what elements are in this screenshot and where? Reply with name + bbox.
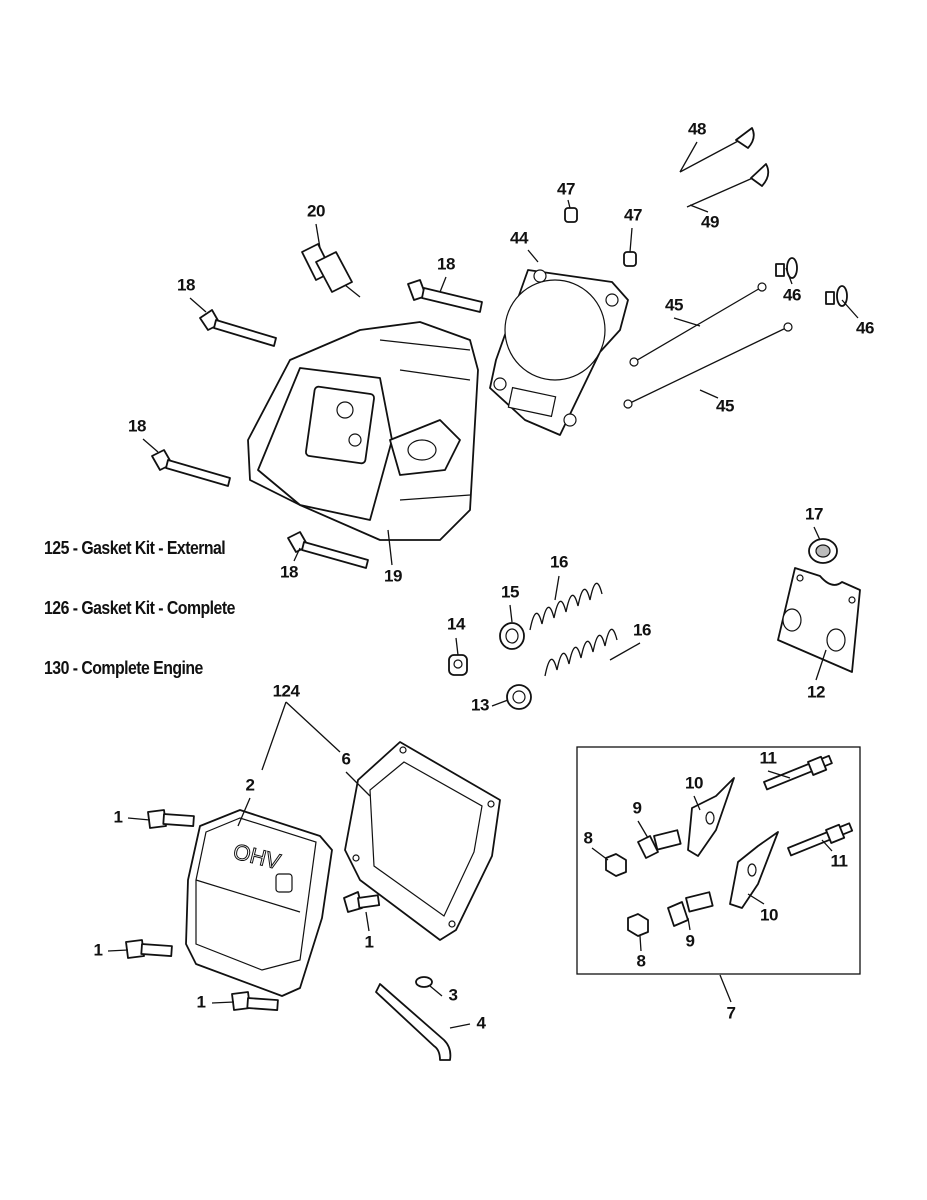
valve-cover-gasket <box>344 741 501 941</box>
callout-10: 10 <box>760 905 778 924</box>
callout-46: 46 <box>856 318 874 337</box>
callout-16: 16 <box>633 620 651 639</box>
valve-seal <box>448 654 468 676</box>
callout-49: 49 <box>701 212 719 231</box>
callout-18: 18 <box>280 562 298 581</box>
callout-14: 14 <box>447 614 466 633</box>
push-rod <box>629 282 767 367</box>
head-gasket <box>489 269 629 436</box>
callout-8: 8 <box>637 951 646 970</box>
exhaust-valve <box>686 163 770 208</box>
callout-1: 1 <box>94 940 103 959</box>
callout-4: 4 <box>477 1013 487 1032</box>
callout-11: 11 <box>760 748 777 767</box>
callout-124: 124 <box>273 681 301 700</box>
rocker-arm-kit-box <box>576 746 861 975</box>
pivot-bolt <box>667 891 714 927</box>
bolt <box>199 309 277 347</box>
valve-spring <box>544 628 618 677</box>
spring-retainer <box>506 684 532 710</box>
callout-13: 13 <box>471 695 489 714</box>
spark-plug <box>301 243 361 298</box>
tappet <box>775 257 798 279</box>
callout-7: 7 <box>727 1003 736 1022</box>
rocker-arm <box>687 777 735 857</box>
guide-plate <box>777 567 861 673</box>
callout-17: 17 <box>805 504 823 523</box>
breather-tube <box>375 983 452 1061</box>
cover-bolt <box>231 991 279 1011</box>
callout-20: 20 <box>307 201 325 220</box>
valve-spring <box>529 582 603 631</box>
cover-bolt <box>147 809 195 829</box>
callout-16: 16 <box>550 552 568 571</box>
rocker-stud <box>763 754 833 791</box>
tappet <box>825 285 848 307</box>
note-gasket-kit-external: 125 - Gasket Kit - External <box>44 538 226 558</box>
callout-3: 3 <box>449 985 458 1004</box>
hose-clip <box>415 976 433 988</box>
intake-valve <box>679 127 755 173</box>
note-gasket-kit-complete: 126 - Gasket Kit - Complete <box>44 598 235 618</box>
callout-10: 10 <box>685 773 703 792</box>
cover-bolt <box>343 891 381 913</box>
callout-45: 45 <box>716 396 734 415</box>
callout-11: 11 <box>831 851 848 870</box>
callout-12: 12 <box>807 682 825 701</box>
callout-19: 19 <box>384 566 402 585</box>
hex-nut <box>627 913 649 937</box>
callout-1: 1 <box>365 932 374 951</box>
callout-46: 46 <box>783 285 801 304</box>
callout-2: 2 <box>246 775 255 794</box>
push-rod <box>623 322 793 409</box>
bolt <box>287 531 369 569</box>
bolt <box>151 449 231 487</box>
callout-15: 15 <box>501 582 519 601</box>
cover-bolt <box>125 939 173 959</box>
callout-6: 6 <box>342 749 351 768</box>
spring-retainer <box>499 622 525 650</box>
pivot-bolt <box>637 829 682 859</box>
callout-48: 48 <box>688 119 706 138</box>
callout-18: 18 <box>177 275 195 294</box>
valve-cover: OHV <box>185 809 333 997</box>
callout-18: 18 <box>128 416 146 435</box>
rocker-stud <box>787 822 854 857</box>
bolt <box>407 279 483 313</box>
note-complete-engine: 130 - Complete Engine <box>44 658 203 678</box>
callout-9: 9 <box>633 798 642 817</box>
leader-lines <box>107 141 859 1029</box>
hex-nut <box>605 853 627 877</box>
callout-18: 18 <box>437 254 455 273</box>
callout-45: 45 <box>665 295 683 314</box>
valve-cap <box>623 251 637 267</box>
callout-47: 47 <box>624 205 642 224</box>
callout-47: 47 <box>557 179 575 198</box>
callout-1: 1 <box>114 807 123 826</box>
collar <box>808 538 838 564</box>
valve-cap <box>564 207 578 223</box>
callout-9: 9 <box>686 931 695 950</box>
callout-1: 1 <box>197 992 206 1011</box>
callout-44: 44 <box>510 228 529 247</box>
cylinder-head <box>247 321 479 541</box>
callout-8: 8 <box>584 828 593 847</box>
rocker-arm <box>729 831 779 909</box>
